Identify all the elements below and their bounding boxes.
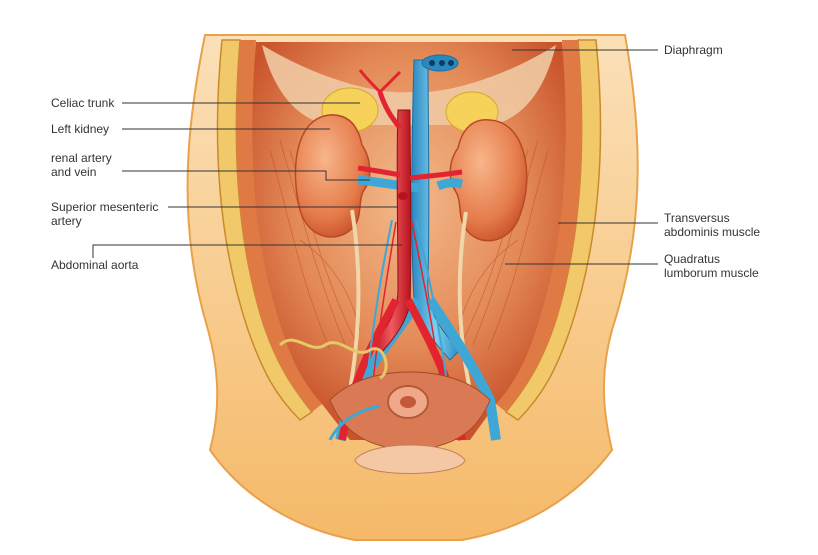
label-renal-line2: and vein: [51, 165, 97, 179]
label-abdominal-aorta: Abdominal aorta: [51, 258, 139, 272]
label-transversus-line2: abdominis muscle: [664, 225, 761, 239]
left-ureter: [348, 209, 361, 391]
label-quadratus-line2: lumborum muscle: [664, 266, 759, 280]
leader-renal: [122, 170, 370, 181]
label-transversus-abdominis: Transversus abdominis muscle: [664, 211, 760, 239]
abdominal-wall-left-inner: [236, 40, 322, 412]
label-sma-line1: Superior mesenteric: [51, 200, 159, 214]
leader-aorta: [92, 244, 402, 258]
celiac-trunk-vessel: [377, 91, 402, 130]
label-quadratus-line1: Quadratus: [664, 252, 721, 266]
label-transversus-line1: Transversus: [664, 211, 730, 225]
left-renal-vein: [357, 175, 421, 193]
leader-lines: [92, 49, 658, 265]
bladder: [354, 444, 466, 474]
sma-stub: [398, 192, 408, 200]
label-renal-line1: renal artery: [51, 151, 112, 165]
iliac-vein-right: [425, 297, 501, 441]
label-diaphragm: Diaphragm: [664, 43, 723, 57]
right-renal-artery: [409, 169, 463, 181]
left-kidney-shape: [294, 114, 371, 238]
iliac-nerve: [278, 338, 388, 380]
right-ureter: [457, 211, 472, 391]
left-renal-artery: [357, 165, 401, 178]
label-celiac-trunk: Celiac trunk: [51, 96, 115, 110]
label-left-kidney: Left kidney: [51, 122, 110, 136]
label-sma-line2: artery: [51, 214, 82, 228]
right-renal-vein: [436, 178, 464, 191]
label-renal-artery-and-vein: renal artery and vein: [51, 151, 112, 179]
label-superior-mesenteric-artery: Superior mesenteric artery: [51, 200, 158, 228]
label-quadratus-lumborum: Quadratus lumborum muscle: [664, 252, 759, 280]
abdominal-wall-right-inner: [496, 40, 582, 412]
